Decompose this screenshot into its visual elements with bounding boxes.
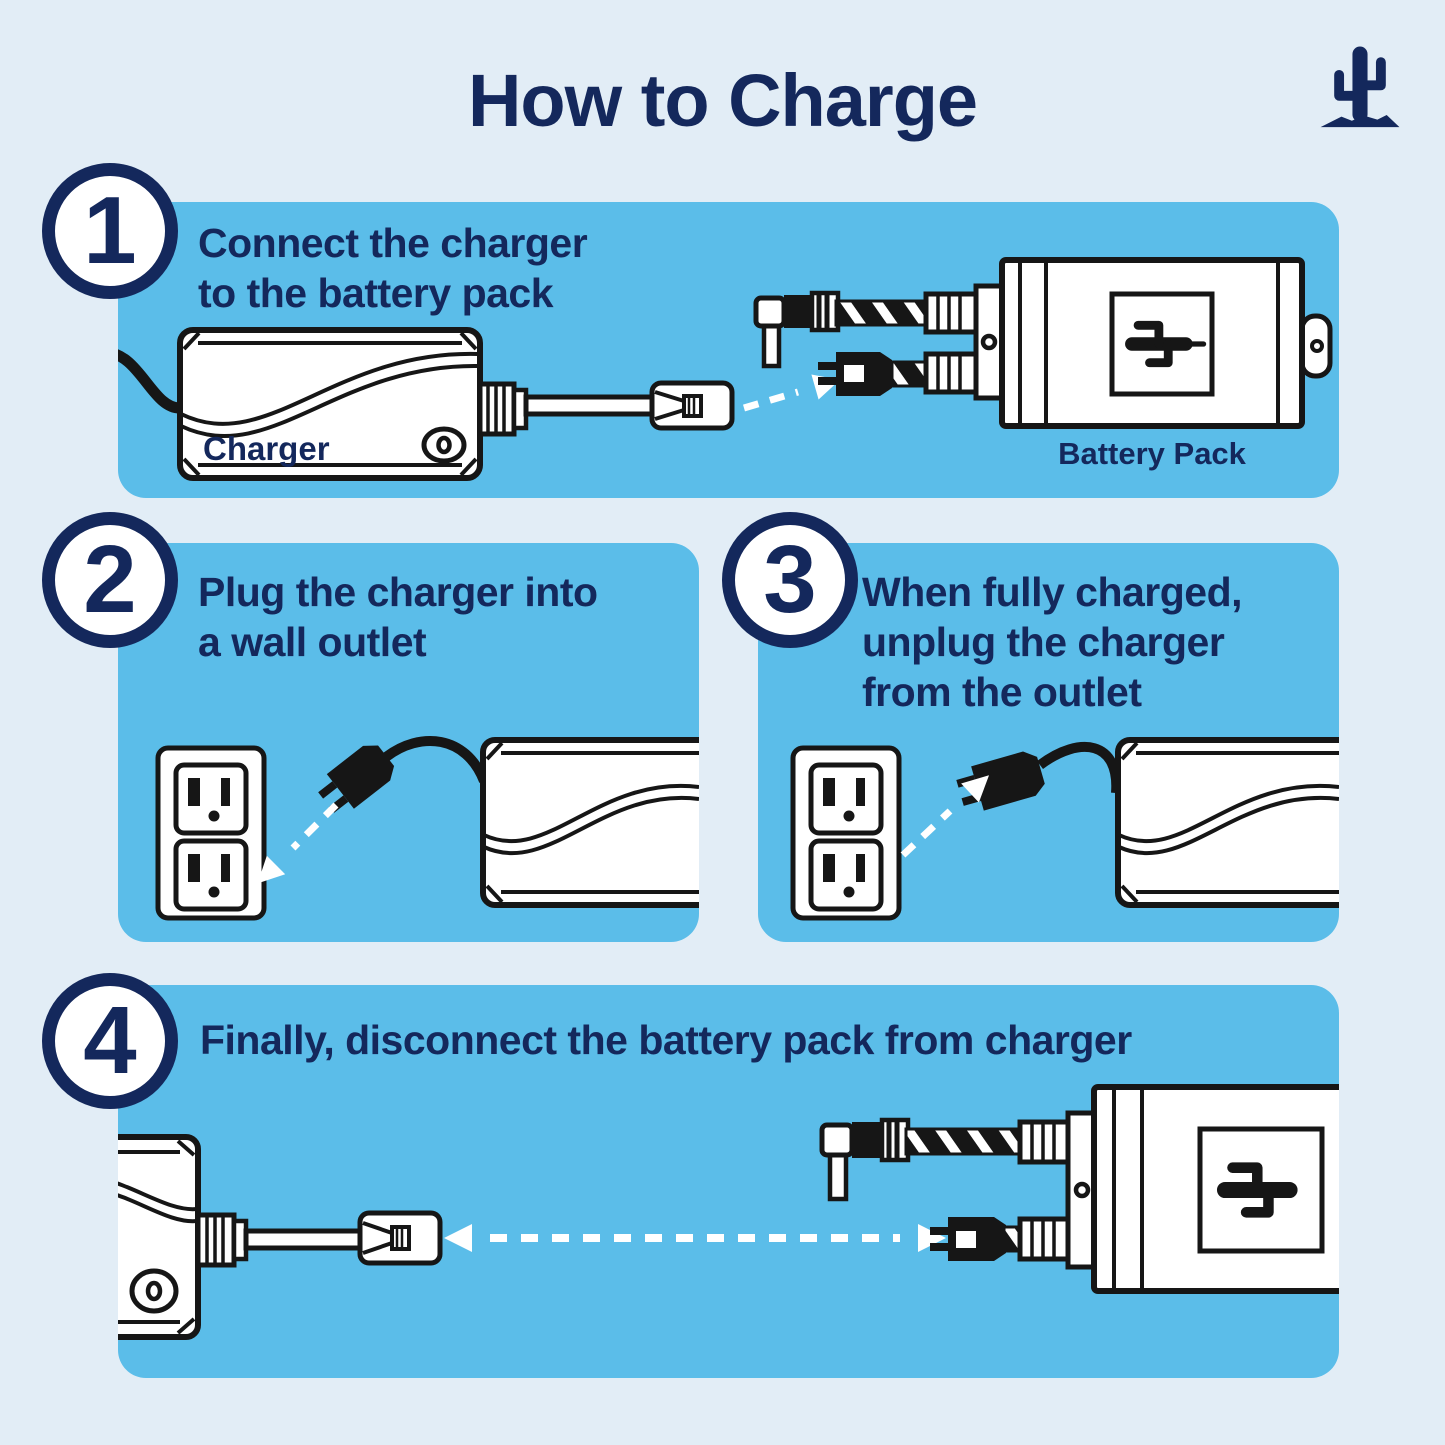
step-2-text: Plug the charger into a wall outlet — [198, 567, 598, 667]
step-2-illustration — [155, 735, 699, 921]
wall-outlet-illustration — [155, 745, 267, 921]
step-3-line-1: When fully charged, — [862, 569, 1243, 615]
step-1-panel: Connect the charger to the battery pack … — [118, 202, 1339, 498]
battery-dc-connector — [753, 290, 841, 369]
battery-pack-illustration: Battery Pack — [753, 257, 1333, 471]
step-1-illustration: Charger — [118, 257, 1333, 481]
step-1-badge: 1 — [42, 163, 178, 299]
step-3-number: 3 — [763, 526, 817, 633]
plug-cable — [1037, 741, 1122, 794]
charger-partial-illustration — [1115, 737, 1339, 908]
step-3-line-2: unplug the charger — [862, 619, 1225, 666]
step-3-panel: When fully charged, unplug the charger f… — [758, 543, 1339, 942]
battery-pack-partial-illustration — [819, 1084, 1339, 1294]
step-1-text: Connect the charger to the battery pack — [198, 218, 588, 318]
charger-label: Charger — [203, 430, 330, 467]
connect-arrow-icon — [743, 374, 840, 412]
step-4-badge: 4 — [42, 973, 178, 1109]
battery-plug — [930, 1217, 1006, 1261]
unplug-arrow-icon — [900, 775, 990, 858]
step-3-badge: 3 — [722, 512, 858, 648]
plug-cable — [382, 735, 489, 784]
charger-ac-cable — [118, 349, 182, 414]
step-3-text: When fully charged, unplug the charger f… — [862, 567, 1243, 717]
battery-plug — [818, 352, 892, 396]
charger-output-cable — [523, 394, 657, 417]
battery-bottom-cable — [890, 360, 930, 388]
charger-connector — [357, 1210, 443, 1266]
charger-connector — [649, 380, 735, 431]
wall-outlet-illustration — [790, 745, 902, 921]
step-1-line-2: to the battery pack — [198, 270, 554, 317]
step-3-line-3: from the outlet — [862, 669, 1142, 716]
battery-dc-connector — [819, 1117, 911, 1202]
step-2-line-1: Plug the charger into — [198, 569, 598, 615]
plug-in-arrow-icon — [257, 802, 339, 884]
disconnect-arrow-icon — [444, 1224, 946, 1252]
charger-illustration: Charger — [118, 327, 735, 481]
battery-cactus-logo-icon — [1216, 1162, 1298, 1218]
battery-top-cable — [834, 299, 932, 327]
step-4-text: Finally, disconnect the battery pack fro… — [200, 1015, 1132, 1065]
cactus-logo-icon — [1320, 46, 1400, 128]
step-4-illustration — [118, 1084, 1339, 1340]
step-2-number: 2 — [83, 526, 137, 633]
step-1-line-1: Connect the charger — [198, 220, 588, 266]
charger-partial-illustration — [480, 737, 699, 908]
battery-top-cable — [904, 1127, 1024, 1156]
charger-partial-illustration — [118, 1134, 443, 1340]
step-4-line-1: Finally, disconnect the battery pack fro… — [200, 1017, 1132, 1063]
step-4-panel: Finally, disconnect the battery pack fro… — [118, 985, 1339, 1378]
battery-cactus-logo-icon — [1125, 320, 1207, 368]
step-2-line-2: a wall outlet — [198, 619, 427, 666]
step-3-illustration — [790, 737, 1339, 921]
step-4-number: 4 — [83, 987, 137, 1094]
battery-pack-label: Battery Pack — [1058, 436, 1247, 471]
step-2-panel: Plug the charger into a wall outlet — [118, 543, 699, 942]
charger-output-cable — [243, 1228, 365, 1251]
step-1-number: 1 — [83, 177, 137, 284]
step-2-badge: 2 — [42, 512, 178, 648]
plug-illustration — [318, 735, 489, 813]
page-title: How to Charge — [467, 59, 978, 142]
